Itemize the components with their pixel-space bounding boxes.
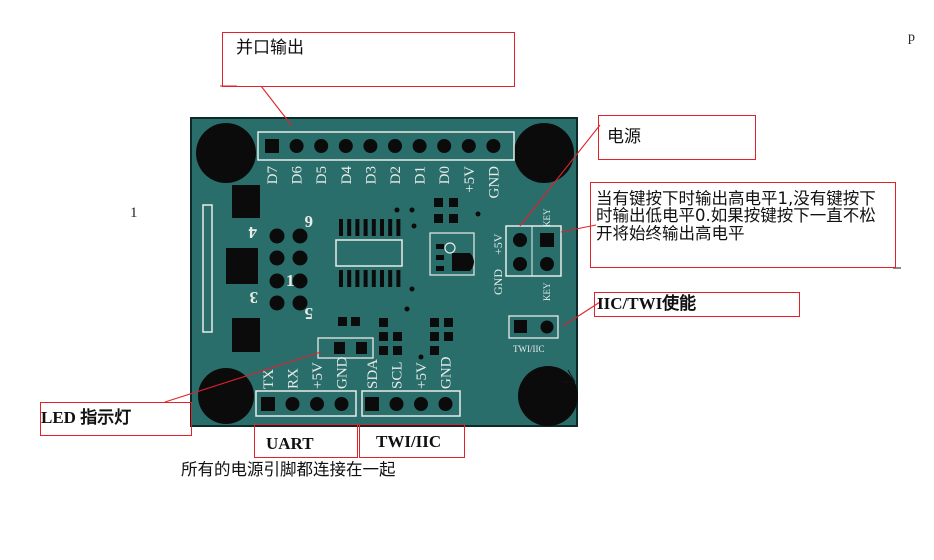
twi-pad-1 bbox=[389, 397, 404, 411]
led-outline bbox=[317, 337, 374, 359]
top-pad-3 bbox=[338, 139, 353, 153]
twi-pad-0 bbox=[365, 397, 379, 411]
power-key-pads bbox=[513, 233, 554, 271]
svg-text:5: 5 bbox=[305, 304, 314, 323]
uart-pin-label-2: +5V bbox=[310, 362, 326, 389]
top-pad-6 bbox=[412, 139, 427, 153]
svg-text:4: 4 bbox=[248, 223, 257, 242]
top-pin-label-8: +5V bbox=[462, 166, 478, 193]
callout-box-led bbox=[40, 402, 192, 436]
top-pad-2 bbox=[314, 139, 329, 153]
uart-pad-0 bbox=[261, 397, 275, 411]
top-pad-1 bbox=[289, 139, 304, 153]
keypad-pad-large-1 bbox=[232, 185, 260, 218]
top-pin-label-2: D5 bbox=[314, 166, 330, 184]
uart-pad-2 bbox=[310, 397, 324, 411]
top-pin-label-7: D0 bbox=[437, 166, 453, 184]
top-pad-7 bbox=[437, 139, 452, 153]
top-pad-0 bbox=[265, 139, 279, 153]
keypad-connector-outline bbox=[202, 204, 213, 333]
svg-text:+5V: +5V bbox=[491, 233, 505, 255]
top-pad-9 bbox=[486, 139, 501, 153]
mounting-hole-bottom-right bbox=[518, 366, 578, 426]
top-pin-label-9: GND bbox=[486, 166, 502, 199]
label-power-note: 所有的电源引脚都连接在一起 bbox=[181, 460, 396, 479]
top-pin-label-0: D7 bbox=[265, 166, 281, 185]
mounting-hole-top-left bbox=[196, 123, 256, 183]
power-key-outline bbox=[505, 225, 562, 277]
mounting-hole-top-right bbox=[514, 123, 574, 183]
mounting-hole-bottom-left bbox=[198, 368, 254, 424]
svg-text:TWI/IIC: TWI/IIC bbox=[513, 344, 545, 354]
twi-pin-label-1: SCL bbox=[390, 361, 406, 389]
top-header-pads bbox=[265, 139, 501, 153]
top-pin-label-5: D2 bbox=[388, 166, 404, 184]
callout-box-power bbox=[598, 115, 756, 160]
svg-text:KEY: KEY bbox=[542, 282, 552, 301]
top-pin-label-1: D6 bbox=[290, 166, 306, 185]
twi-pad-3 bbox=[438, 397, 453, 411]
top-pad-5 bbox=[388, 139, 402, 153]
uart-pin-label-3: GND bbox=[335, 356, 351, 389]
svg-text:GND: GND bbox=[491, 269, 505, 295]
callout-box-twi bbox=[359, 424, 465, 458]
callout-box-parallel bbox=[222, 32, 515, 87]
twi-pin-label-0: SDA bbox=[365, 359, 381, 389]
top-pad-8 bbox=[461, 139, 476, 153]
transistor bbox=[429, 232, 475, 276]
twi-pin-label-2: +5V bbox=[414, 362, 430, 389]
keypad-numbers: 6 4 1 3 5 bbox=[248, 212, 313, 323]
uart-header-outline bbox=[255, 390, 357, 417]
black-marks bbox=[563, 267, 901, 383]
svg-text:3: 3 bbox=[250, 288, 259, 307]
led-pads bbox=[334, 342, 367, 354]
small-components bbox=[338, 198, 458, 355]
label-led-indicator: LED 指示灯 bbox=[41, 408, 132, 427]
ic-chip bbox=[335, 219, 403, 287]
callout-lines bbox=[164, 85, 601, 403]
top-pin-label-4: D3 bbox=[363, 166, 379, 184]
top-pad-4 bbox=[363, 139, 378, 153]
svg-text:1: 1 bbox=[286, 271, 295, 290]
top-pin-label-3: D4 bbox=[339, 166, 355, 185]
twi-pin-label-3: GND bbox=[439, 356, 455, 389]
uart-pad-1 bbox=[285, 397, 300, 411]
stray-letter-p: p bbox=[908, 30, 915, 45]
callout-box-iic-enable bbox=[594, 292, 800, 317]
svg-text:KEY: KEY bbox=[542, 208, 552, 227]
top-header-pin-labels: D7 D6 D5 D4 D3 D2 D1 D0 +5V GND bbox=[265, 166, 502, 199]
keypad-pads-round bbox=[269, 228, 308, 311]
label-twi-iic: TWI/IIC bbox=[376, 432, 442, 451]
twi-header-outline bbox=[361, 390, 461, 417]
keypad-pad-large-2 bbox=[226, 248, 258, 284]
label-parallel-output: 并口输出 bbox=[236, 38, 304, 58]
keypad-pad-large-3 bbox=[232, 318, 260, 352]
uart-pad-3 bbox=[334, 397, 349, 411]
callout-box-uart bbox=[254, 424, 358, 458]
uart-pin-label-1: RX bbox=[286, 368, 302, 389]
top-pin-label-6: D1 bbox=[413, 166, 429, 184]
twi-jumper-outline bbox=[508, 315, 559, 339]
twi-pad-2 bbox=[414, 397, 428, 411]
callout-box-key-description bbox=[590, 182, 896, 268]
label-key-description: 当有键按下时输出高电平1,没有键按下时输出低电平0.如果按键按下一直不松开将始终… bbox=[596, 189, 876, 243]
top-header-outline bbox=[257, 131, 515, 161]
uart-pin-label-0: TX bbox=[261, 369, 277, 389]
label-iic-enable: IIC/TWI使能 bbox=[597, 294, 697, 313]
stray-number-one: 1 bbox=[130, 205, 138, 221]
label-uart: UART bbox=[266, 434, 314, 453]
label-power: 电源 bbox=[607, 127, 641, 147]
svg-text:6: 6 bbox=[305, 212, 314, 231]
small-dots bbox=[394, 207, 481, 360]
